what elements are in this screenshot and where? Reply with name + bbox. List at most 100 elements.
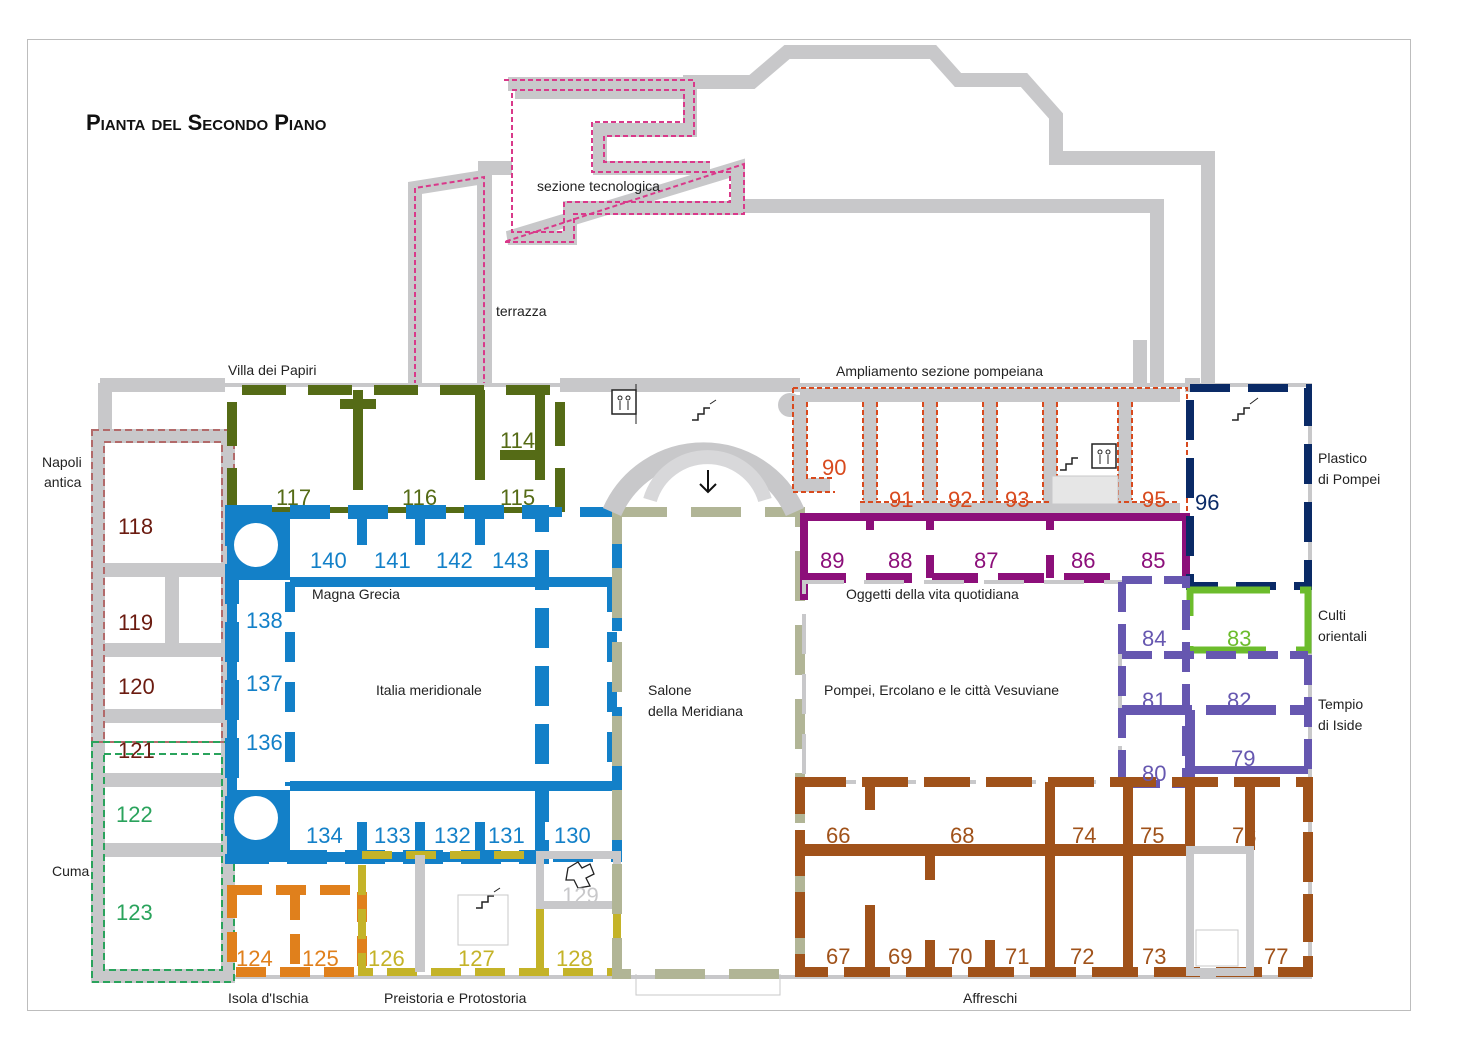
room-number-75: 75 <box>1140 823 1164 848</box>
room-number-142: 142 <box>436 548 473 573</box>
room-number-135: 135 <box>236 807 273 832</box>
room-number-115: 115 <box>500 485 535 510</box>
label-oggetti: Oggetti della vita quotidiana <box>846 586 1019 602</box>
room-number-77: 77 <box>1264 944 1288 969</box>
room-number-85: 85 <box>1141 548 1165 573</box>
room-number-129: 129 <box>562 883 599 908</box>
room-number-131: 131 <box>488 823 525 848</box>
room-number-125: 125 <box>302 946 339 971</box>
elevator-icon <box>611 384 637 424</box>
area-labels: sezione tecnologica terrazza Villa dei P… <box>42 178 1380 1006</box>
stairwell-block <box>457 894 509 946</box>
down-arrow-icon <box>699 470 717 494</box>
room-number-69: 69 <box>888 944 912 969</box>
stairwell-block <box>1195 929 1239 967</box>
room-number-96: 96 <box>1195 490 1219 515</box>
room-number-82: 82 <box>1227 688 1251 713</box>
stairwell-block <box>1051 475 1119 505</box>
label-ampliamento: Ampliamento sezione pompeiana <box>836 363 1043 379</box>
room-number-134: 134 <box>306 823 343 848</box>
room-number-86: 86 <box>1071 548 1095 573</box>
room-number-70: 70 <box>948 944 972 969</box>
room-number-137: 137 <box>246 671 283 696</box>
label-culti-line1: Culti <box>1318 607 1346 623</box>
room-number-139: 139 <box>236 534 273 559</box>
ampliamento-section <box>792 387 1188 518</box>
label-italia-meridionale: Italia meridionale <box>376 682 482 698</box>
room-number-87: 87 <box>974 548 998 573</box>
room-number-119: 119 <box>118 610 153 635</box>
room-number-141: 141 <box>374 548 411 573</box>
room-number-143: 143 <box>492 548 529 573</box>
east-rooms <box>1118 576 1312 788</box>
room-number-127: 127 <box>458 946 495 971</box>
room-number-67: 67 <box>826 944 850 969</box>
label-plastico-line2: di Pompei <box>1318 471 1380 487</box>
stairs-icon <box>476 887 501 909</box>
label-isola-ischia: Isola d'Ischia <box>228 990 309 1006</box>
room-number-124: 124 <box>236 946 273 971</box>
label-preistoria: Preistoria e Protostoria <box>384 990 527 1006</box>
room-number-74: 74 <box>1072 823 1096 848</box>
room-number-138: 138 <box>246 608 283 633</box>
room-number-118: 118 <box>118 514 153 539</box>
room-number-114: 114 <box>500 428 535 453</box>
affreschi-section <box>795 777 1313 977</box>
room-number-120: 120 <box>118 674 155 699</box>
room-number-133: 133 <box>374 823 411 848</box>
label-salone-line2: della Meridiana <box>648 703 743 719</box>
room-number-93: 93 <box>1005 487 1029 512</box>
stairs-icon <box>692 399 717 421</box>
room-number-123: 123 <box>116 900 153 925</box>
label-villa-dei-papiri: Villa dei Papiri <box>228 362 316 378</box>
room-number-126: 126 <box>368 946 405 971</box>
room-number-128: 128 <box>556 946 593 971</box>
room-number-136: 136 <box>246 730 283 755</box>
label-tempio-line2: di Iside <box>1318 717 1363 733</box>
label-affreschi: Affreschi <box>963 990 1017 1006</box>
room-number-89: 89 <box>820 548 844 573</box>
stairs-icon <box>1060 457 1078 471</box>
room-number-130: 130 <box>554 823 591 848</box>
label-tempio-line1: Tempio <box>1318 696 1363 712</box>
room-number-83: 83 <box>1227 626 1251 651</box>
room-number-91: 91 <box>889 487 913 512</box>
room-number-66: 66 <box>826 823 850 848</box>
label-pompei: Pompei, Ercolano e le città Vesuviane <box>824 682 1059 698</box>
room-number-79: 79 <box>1231 746 1255 771</box>
label-sezione-tecnologica: sezione tecnologica <box>537 178 660 194</box>
puzzle-icon <box>565 861 595 889</box>
room-number-116: 116 <box>402 485 437 510</box>
plastico-section <box>1186 384 1312 590</box>
label-terrazza: terrazza <box>496 303 547 319</box>
room-number-88: 88 <box>888 548 912 573</box>
room-number-140: 140 <box>310 548 347 573</box>
label-salone-line1: Salone <box>648 682 692 698</box>
label-napoli-antica-line1: Napoli <box>42 454 82 470</box>
label-culti-line2: orientali <box>1318 628 1367 644</box>
room-number-72: 72 <box>1070 944 1094 969</box>
label-napoli-antica-line2: antica <box>44 474 82 490</box>
salone-meridiana <box>602 393 805 996</box>
room-number-122: 122 <box>116 802 153 827</box>
room-number-95: 95 <box>1142 487 1166 512</box>
room-number-117: 117 <box>276 485 311 510</box>
room-number-68: 68 <box>950 823 974 848</box>
pink-section <box>408 77 745 385</box>
label-plastico-line1: Plastico <box>1318 450 1367 466</box>
room-number-84: 84 <box>1142 626 1166 651</box>
west-wing <box>91 429 235 983</box>
stairs-icon <box>1232 397 1259 421</box>
room-number-78: 78 <box>1232 823 1256 848</box>
label-cuma: Cuma <box>52 863 90 879</box>
villa-dei-papiri <box>227 385 565 513</box>
map-frame <box>27 39 1411 1011</box>
room-number-81: 81 <box>1142 688 1166 713</box>
room-number-73: 73 <box>1142 944 1166 969</box>
room-number-92: 92 <box>948 487 972 512</box>
elevator-icon <box>1091 443 1117 469</box>
room-number-80: 80 <box>1142 761 1166 786</box>
room-number-90: 90 <box>822 455 846 480</box>
